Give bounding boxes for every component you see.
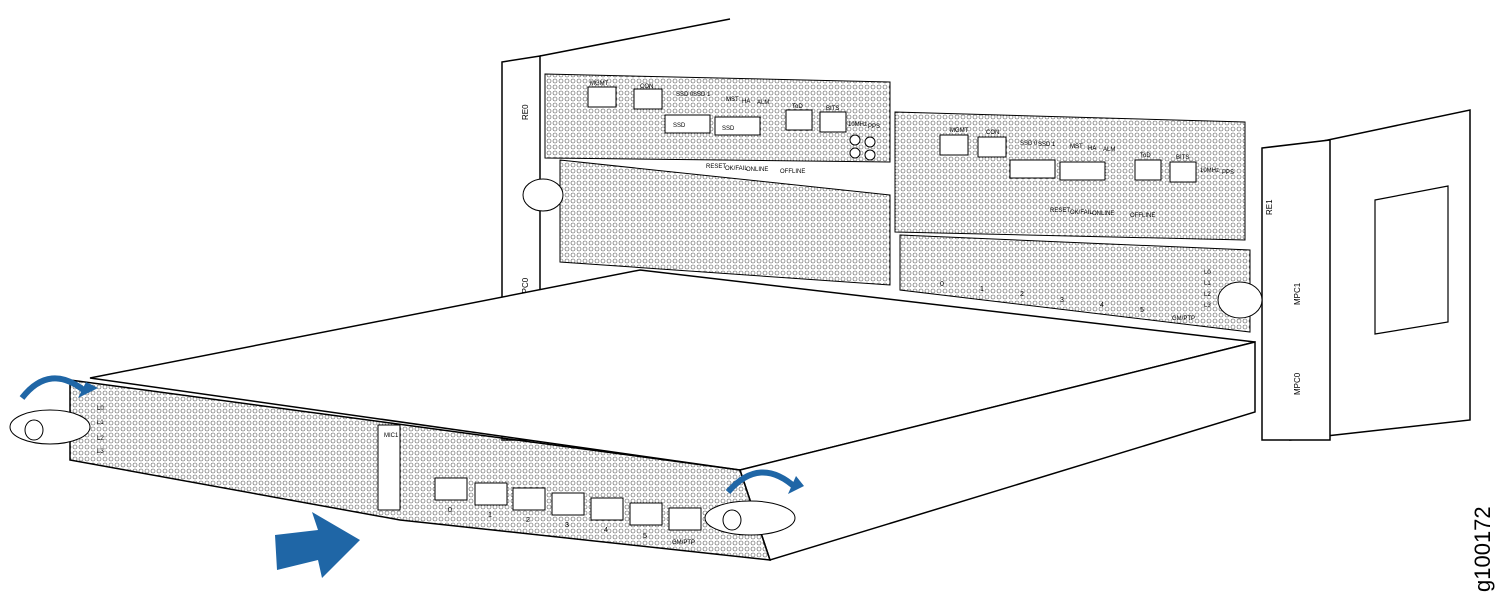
port-label: 0 (940, 281, 944, 288)
re0-label: RE0 (521, 104, 530, 120)
led-label: L3 (1204, 303, 1211, 309)
mst-label: MST (1070, 144, 1083, 150)
insert-arrow-icon (275, 512, 360, 578)
alm-label: ALM (1103, 147, 1115, 153)
bits-label: BITS (826, 106, 839, 112)
mst-label: MST (726, 97, 739, 103)
gm-ptp-label: GM/PTP (672, 540, 695, 546)
tod-label: ToD (1140, 153, 1151, 159)
installed-mpc: 0 1 2 3 4 5 GM/PTP (522, 159, 1263, 333)
online-label: ONLINE (746, 167, 768, 173)
led-label: L1 (1204, 281, 1211, 287)
right-ejector-handle (704, 500, 796, 536)
mpc0-label: MPC0 (1293, 372, 1302, 395)
ssd0-led-label: SSD 0 (1020, 141, 1038, 147)
led-label: L2 (1204, 292, 1211, 298)
reset-label: RESET (706, 164, 726, 170)
con-label: CON (640, 84, 653, 90)
mpc0-label: MPC0 (521, 277, 530, 300)
okfail-label: OK/FAIL (1070, 210, 1093, 216)
con-port (633, 88, 663, 110)
ssd1-led-label: SSD 1 (693, 92, 711, 98)
port-label: 1 (488, 512, 492, 519)
pps-label: PPS (1222, 170, 1234, 176)
mpc-card: MIC1 0 1 2 3 4 5 GM/PTP L0 L1 L2 L3 L0 (9, 269, 1256, 561)
ssd0-slot (664, 114, 711, 134)
port-label: 5 (643, 533, 647, 540)
okfail-label: OK/FAIL (725, 166, 748, 172)
reset-label: RESET (1050, 208, 1070, 214)
rotate-ejector-arrow-icon (19, 375, 804, 495)
ssd1-led-label: SSD 1 (1038, 142, 1056, 148)
right-rack-ear (1261, 139, 1331, 441)
port-label: 0 (448, 507, 452, 514)
ssd-label: SSD (673, 123, 686, 129)
gm-ptp-label: GM/PTP (1172, 316, 1195, 322)
figure-id: g100172 (1470, 506, 1495, 592)
mpc1-label: MPC1 (1293, 282, 1302, 305)
bits-port (819, 111, 847, 133)
port-label: 4 (604, 527, 608, 534)
led-label: L0 (97, 406, 104, 412)
mic-label: MIC1 (384, 433, 399, 439)
mgmt-label: MGMT (950, 128, 969, 134)
10mhz-label: 10MHz (848, 122, 867, 128)
port-label: 3 (1060, 297, 1064, 304)
ejector-handle (1217, 281, 1263, 319)
offline-label: OFFLINE (1130, 213, 1155, 219)
left-ejector-handle (9, 409, 91, 445)
led-label: L1 (97, 420, 104, 426)
alm-label: ALM (757, 100, 769, 106)
10mhz-label: 10MHz (1200, 168, 1219, 174)
ejector-handle (522, 178, 564, 212)
routing-engine-re0: MGMT CON SSD 0 SSD 1 MST HA ALM SSD SSD … (521, 73, 891, 300)
tod-port (785, 109, 813, 131)
tod-label: ToD (792, 104, 803, 110)
routing-engine-re1: MGMT CON SSD 0 SSD 1 MST HA ALM ToD BITS… (894, 111, 1302, 395)
bits-label: BITS (1176, 155, 1189, 161)
port-label: 4 (1100, 302, 1104, 309)
led-label: L3 (97, 449, 104, 455)
ssd-label: SSD (722, 126, 735, 132)
mic-panel (377, 424, 401, 511)
mgmt-port (587, 86, 617, 108)
re1-label: RE1 (1265, 199, 1274, 215)
mgmt-label: MGMT (590, 81, 609, 87)
port-label: 1 (980, 286, 984, 293)
upper-port-labels: 0 1 2 3 4 5 GM/PTP (940, 281, 1195, 322)
front-ports: 0 1 2 3 4 5 GM/PTP (434, 477, 702, 546)
ssd1-slot (714, 116, 761, 136)
port-label: 3 (565, 522, 569, 529)
con-label: CON (986, 130, 999, 136)
online-label: ONLINE (1092, 211, 1114, 217)
ssd0-led-label: SSD 0 (676, 92, 694, 98)
pps-label: PPS (868, 124, 880, 130)
link-leds: L0 L1 L2 L3 L0 L1 L2 L3 (97, 270, 1211, 455)
led-label: L2 (97, 436, 104, 442)
port-label: 5 (1140, 307, 1144, 314)
offline-label: OFFLINE (780, 169, 805, 175)
ha-label: HA (742, 99, 750, 105)
port-label: 2 (1020, 291, 1024, 298)
led-label: L0 (1204, 270, 1211, 276)
port-label: 2 (526, 517, 530, 524)
ha-label: HA (1088, 146, 1096, 152)
